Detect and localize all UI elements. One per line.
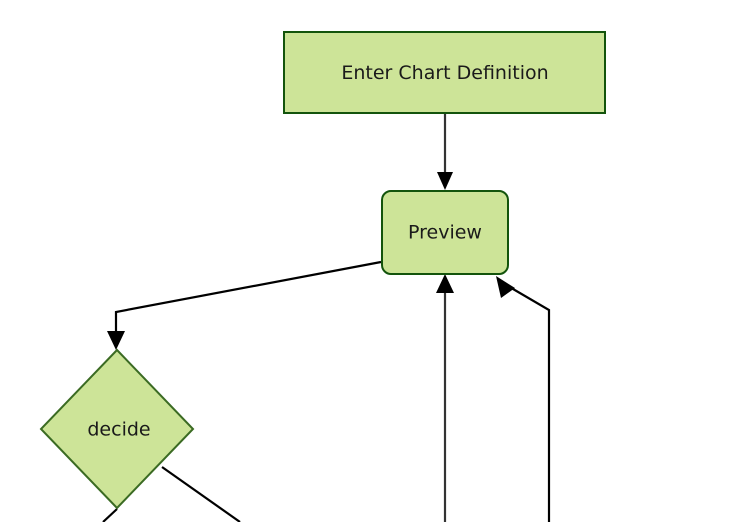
- edge-line: [161, 466, 241, 522]
- edge-line: [114, 260, 382, 341]
- edge-line: [102, 508, 118, 522]
- node-preview[interactable]: Preview: [381, 190, 509, 275]
- edge-preview-to-decide[interactable]: [107, 260, 382, 350]
- arrowhead-icon: [436, 274, 454, 293]
- edges-layer: [102, 114, 551, 522]
- edge-decide-down-right[interactable]: [161, 466, 241, 522]
- node-shape-rounded-rectangle: [381, 190, 509, 275]
- nodes-layer: Enter Chart Definition Preview decide: [39, 31, 606, 510]
- node-decide[interactable]: decide: [39, 348, 195, 510]
- edge-bottom-center-to-preview[interactable]: [436, 274, 454, 522]
- node-shape-rectangle: [283, 31, 606, 114]
- arrowhead-icon: [496, 276, 515, 298]
- arrowhead-icon: [107, 331, 125, 350]
- node-enter-chart-definition[interactable]: Enter Chart Definition: [283, 31, 606, 114]
- node-shape-diamond: [39, 348, 195, 510]
- edge-line: [500, 281, 551, 522]
- edge-enter-to-preview[interactable]: [437, 114, 453, 190]
- edge-decide-down-left[interactable]: [102, 508, 118, 522]
- arrowhead-icon: [437, 172, 453, 190]
- edge-bottom-right-to-preview[interactable]: [496, 276, 551, 522]
